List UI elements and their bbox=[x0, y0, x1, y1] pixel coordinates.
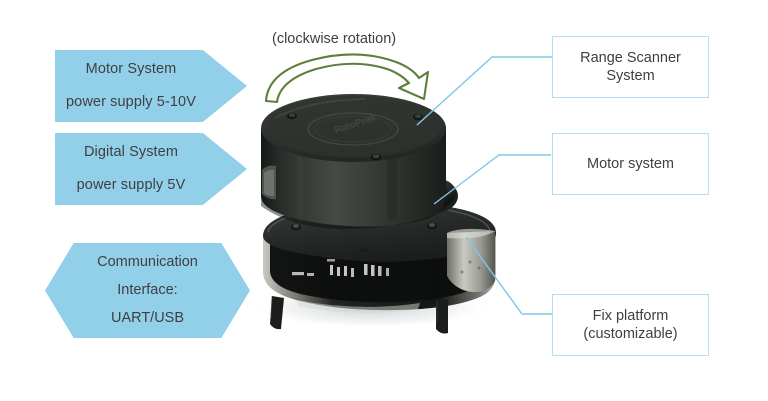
callout-line: Motor system bbox=[586, 155, 674, 172]
callout-line: Communication bbox=[97, 254, 198, 271]
callout-line: System bbox=[606, 68, 655, 84]
callout-motor-system[interactable]: Motor system bbox=[552, 133, 709, 195]
base-leg-right bbox=[436, 299, 448, 334]
base-leg-left bbox=[270, 295, 284, 330]
scanner-top-cap: RoboPeak bbox=[261, 94, 446, 162]
callout-line: power supply 5V bbox=[76, 176, 186, 193]
callout-line: UART/USB bbox=[110, 309, 185, 326]
callout-fix-platform[interactable]: Fix platform (customizable) bbox=[552, 294, 709, 356]
callout-communication-interface[interactable]: Communication Interface: UART/USB bbox=[45, 243, 250, 338]
motor-system-unit bbox=[447, 228, 495, 293]
callout-motor-system-power[interactable]: Motor System power supply 5-10V bbox=[55, 50, 247, 122]
callout-line: Digital System bbox=[83, 143, 179, 160]
callout-line: Fix platform bbox=[592, 307, 669, 324]
callout-digital-system-power[interactable]: Digital System power supply 5V bbox=[55, 133, 247, 205]
callout-range-scanner-system[interactable]: Range Scanner System bbox=[552, 36, 709, 98]
callout-line: power supply 5-10V bbox=[66, 93, 196, 110]
callout-line: Motor System bbox=[85, 60, 177, 77]
callout-line: Interface: bbox=[117, 282, 178, 299]
callout-line: (customizable) bbox=[583, 326, 678, 342]
rotation-caption: (clockwise rotation) bbox=[272, 31, 397, 47]
callout-line: Range Scanner bbox=[580, 49, 681, 66]
